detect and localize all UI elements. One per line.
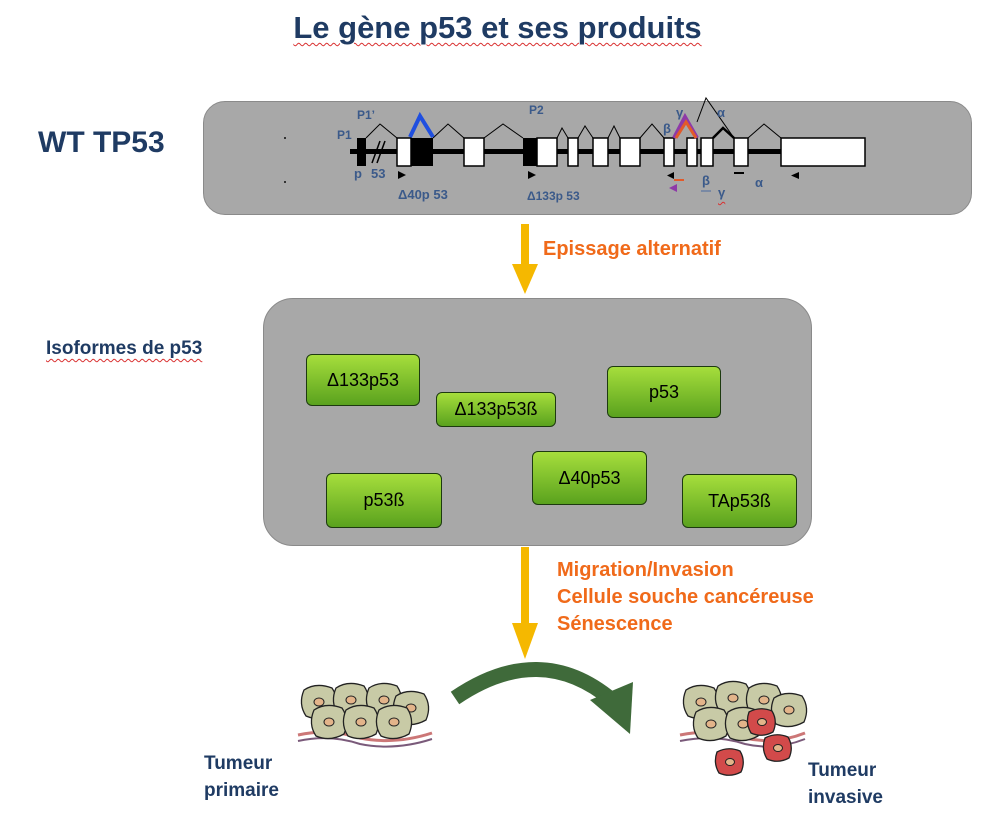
label-p1: P1 [337,128,352,142]
invasive-tumor-icon [679,680,808,776]
exon-4a [523,138,537,166]
break-mark [376,140,386,164]
outcome-item: Sénescence [557,613,673,635]
outcome-item: Cellule souche cancéreuse [557,586,814,608]
break-mark [371,140,381,164]
isoform-box: Δ133p53ß [436,392,556,427]
speck [284,137,286,139]
label-53: 53 [371,166,386,181]
exon-4b [536,137,558,167]
exon-2b [411,138,433,166]
label-gamma-bottom: γ [718,185,726,200]
exon-8 [663,137,675,167]
step1-label: Epissage alternatif [543,238,721,260]
speck [284,181,286,183]
isoform-box: p53 [607,366,721,418]
exon-9a [686,137,698,167]
primer-arrow-icon [791,172,799,179]
title-text: Le gène p53 et ses produits [293,10,702,45]
isoform-box: TAp53ß [682,474,797,528]
down-arrow-icon [512,547,538,659]
splice-arc [747,123,782,139]
outcome-item: Migration/Invasion [557,559,734,581]
isoform-box: Δ133p53 [306,354,420,406]
label-delta133: Δ133p 53 [527,189,580,203]
primer-arrow-icon [669,184,677,192]
label-beta-bottom: β [702,173,710,188]
primer-arrow-icon [667,172,674,179]
splice-arc [432,123,465,139]
exon-3 [463,137,485,167]
primary-tumor-label: Tumeur primaire [204,750,279,804]
exon-9b [700,137,714,167]
label-alpha-top: α [717,105,725,120]
label-p1prime: P1’ [357,108,376,122]
p1-arrow-icon [398,171,406,179]
exon-6 [592,137,609,167]
exon-11 [780,137,866,167]
label-beta-top: β [663,121,671,136]
primary-tumor-line: Tumeur [204,753,273,774]
splice-arc [365,123,398,139]
splice-arc [712,126,735,139]
exon-10 [733,137,749,167]
isoform-box: Δ40p53 [532,451,647,505]
curved-arrow-icon [450,662,633,734]
invasive-tumor-line: Tumeur [808,760,877,781]
exon-5 [567,137,579,167]
primary-tumor-icon [297,682,433,748]
page-title: Le gène p53 et ses produits [0,10,995,46]
splice-arc [556,126,569,139]
isoform-box: p53ß [326,473,442,528]
gene-label: WT TP53 [38,126,165,159]
label-p2: P2 [529,103,544,117]
exon-1 [357,138,366,166]
isoforms-title: Isoformes de p53 [46,338,203,359]
splice-arc [577,125,594,139]
down-arrow-icon [512,224,538,294]
exon-7 [619,137,641,167]
outcomes-list: Migration/Invasion Cellule souche cancér… [557,557,814,638]
label-alpha-bottom: α [755,175,763,190]
splice-arc [483,123,524,139]
label-p: p [354,166,362,181]
splice-arc [607,124,621,139]
invasive-tumor-label: Tumeur invasive [808,757,883,811]
beta-splice-arc [674,119,698,139]
p2-arrow-icon [528,171,536,179]
primary-tumor-line: primaire [204,780,279,801]
splice-arc [639,123,665,139]
invasive-tumor-line: invasive [808,787,883,808]
label-delta40: Δ40p 53 [398,187,448,202]
splice-arc-alpha [696,96,735,139]
label-gamma-top: γ [676,105,684,120]
delta40-splice-arc [408,111,435,139]
